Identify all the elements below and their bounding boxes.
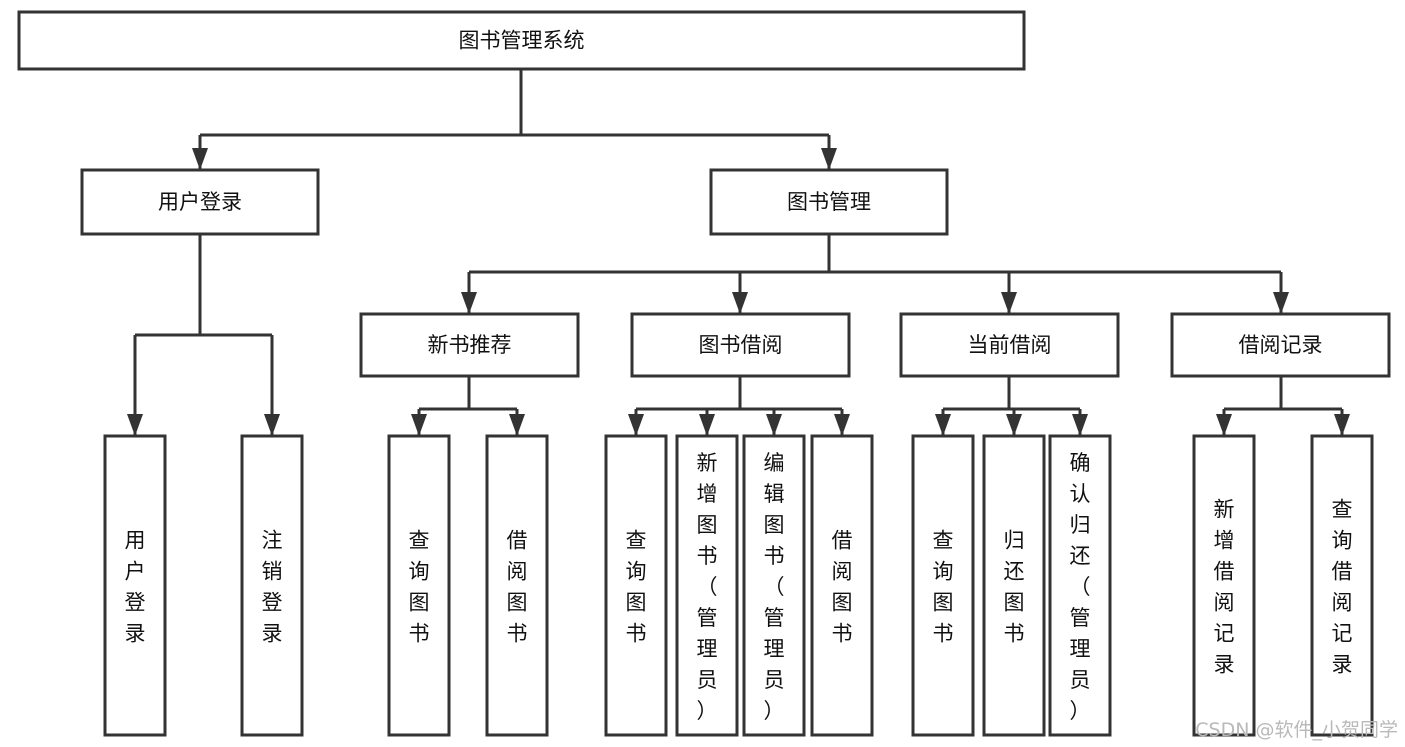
- node-leaf-borrow-book-recommend[interactable]: 借阅图书: [485, 434, 549, 737]
- node-box-root: [17, 10, 1026, 71]
- node-leaf-add-borrow-record[interactable]: 新增借阅记录: [1192, 434, 1256, 737]
- node-label-book-management: 图书管理: [787, 190, 871, 214]
- connector-arrow-icon: [766, 414, 782, 436]
- node-label-leaf-query-book-recommend: 查询图书: [409, 529, 430, 646]
- node-box-new-book-recommend: [359, 312, 580, 378]
- node-leaf-logout[interactable]: 注销登录: [240, 434, 304, 737]
- connector-arrow-icon: [628, 414, 644, 436]
- connector-arrow-icon: [411, 414, 427, 436]
- node-box-current-borrow: [899, 312, 1120, 378]
- node-label-leaf-edit-book-admin: 编辑图书（管理员）: [764, 451, 785, 723]
- node-label-leaf-query-borrow-record: 查询借阅记录: [1332, 498, 1353, 677]
- node-new-book-recommend[interactable]: 新书推荐: [359, 312, 580, 378]
- node-leaf-edit-book-admin[interactable]: 编辑图书（管理员）: [742, 434, 806, 737]
- node-box-leaf-query-borrow-record: [1310, 434, 1374, 737]
- connector-arrow-icon: [1006, 414, 1022, 436]
- connector-arrow-icon: [1072, 414, 1088, 436]
- connector-arrow-icon: [1334, 414, 1350, 436]
- connector-arrow-icon: [461, 292, 477, 314]
- connector-arrow-icon: [1216, 414, 1232, 436]
- node-box-leaf-add-borrow-record: [1192, 434, 1256, 737]
- node-box-leaf-confirm-return-admin: [1048, 434, 1112, 737]
- nodes-layer: 图书管理系统用户登录图书管理新书推荐图书借阅当前借阅借阅记录用户登录注销登录查询…: [17, 10, 1391, 737]
- node-box-leaf-edit-book-admin: [742, 434, 806, 737]
- connectors-layer: [127, 69, 1350, 436]
- connector-arrow-icon: [509, 414, 525, 436]
- node-leaf-user-login[interactable]: 用户登录: [103, 434, 167, 737]
- node-borrow-record[interactable]: 借阅记录: [1170, 312, 1391, 378]
- connector-arrow-icon: [1001, 292, 1017, 314]
- node-label-leaf-confirm-return-admin: 确认归还（管理员）: [1070, 451, 1091, 723]
- node-box-leaf-query-book-borrow: [604, 434, 668, 737]
- node-box-book-management: [709, 168, 949, 236]
- connector-arrow-icon: [935, 414, 951, 436]
- watermark-label: CSDN @软件_小贺同学: [1195, 719, 1398, 741]
- node-label-leaf-user-login: 用户登录: [125, 529, 146, 646]
- node-box-leaf-add-book-admin: [675, 434, 739, 737]
- node-label-leaf-query-book-current: 查询图书: [933, 529, 954, 646]
- node-leaf-query-book-current[interactable]: 查询图书: [911, 434, 975, 737]
- node-label-borrow-record: 借阅记录: [1239, 333, 1323, 357]
- node-user-login[interactable]: 用户登录: [80, 168, 320, 236]
- node-label-leaf-borrow-book: 借阅图书: [832, 529, 853, 646]
- node-label-current-borrow: 当前借阅: [968, 333, 1052, 357]
- node-box-leaf-logout: [240, 434, 304, 737]
- connector-arrow-icon: [1273, 292, 1289, 314]
- node-box-leaf-query-book-recommend: [387, 434, 451, 737]
- connector-arrow-icon: [264, 414, 280, 436]
- node-book-management[interactable]: 图书管理: [709, 168, 949, 236]
- node-label-leaf-query-book-borrow: 查询图书: [626, 529, 647, 646]
- node-leaf-return-book[interactable]: 归还图书: [982, 434, 1046, 737]
- node-box-book-borrow: [630, 312, 851, 378]
- node-label-leaf-return-book: 归还图书: [1004, 529, 1025, 646]
- node-box-user-login: [80, 168, 320, 236]
- node-leaf-query-book-borrow[interactable]: 查询图书: [604, 434, 668, 737]
- connector-arrow-icon: [732, 292, 748, 314]
- node-label-leaf-add-book-admin: 新增图书（管理员）: [697, 451, 718, 723]
- node-box-leaf-borrow-book-recommend: [485, 434, 549, 737]
- node-leaf-borrow-book[interactable]: 借阅图书: [810, 434, 874, 737]
- connector-arrow-icon: [699, 414, 715, 436]
- node-box-leaf-return-book: [982, 434, 1046, 737]
- node-box-leaf-query-book-current: [911, 434, 975, 737]
- node-box-leaf-borrow-book: [810, 434, 874, 737]
- node-box-leaf-user-login: [103, 434, 167, 737]
- node-label-leaf-logout: 注销登录: [262, 529, 283, 646]
- node-label-leaf-add-borrow-record: 新增借阅记录: [1214, 498, 1235, 677]
- node-label-new-book-recommend: 新书推荐: [428, 333, 512, 357]
- connector-arrow-icon: [127, 414, 143, 436]
- node-label-book-borrow: 图书借阅: [699, 333, 783, 357]
- node-label-user-login: 用户登录: [158, 190, 242, 214]
- node-label-root: 图书管理系统: [459, 29, 585, 53]
- node-label-leaf-borrow-book-recommend: 借阅图书: [507, 529, 528, 646]
- node-current-borrow[interactable]: 当前借阅: [899, 312, 1120, 378]
- connector-arrow-icon: [821, 148, 837, 170]
- node-leaf-query-borrow-record[interactable]: 查询借阅记录: [1310, 434, 1374, 737]
- node-root[interactable]: 图书管理系统: [17, 10, 1026, 71]
- node-leaf-add-book-admin[interactable]: 新增图书（管理员）: [675, 434, 739, 737]
- connector-arrow-icon: [834, 414, 850, 436]
- node-leaf-query-book-recommend[interactable]: 查询图书: [387, 434, 451, 737]
- node-leaf-confirm-return-admin[interactable]: 确认归还（管理员）: [1048, 434, 1112, 737]
- node-box-borrow-record: [1170, 312, 1391, 378]
- node-book-borrow[interactable]: 图书借阅: [630, 312, 851, 378]
- connector-arrow-icon: [192, 148, 208, 170]
